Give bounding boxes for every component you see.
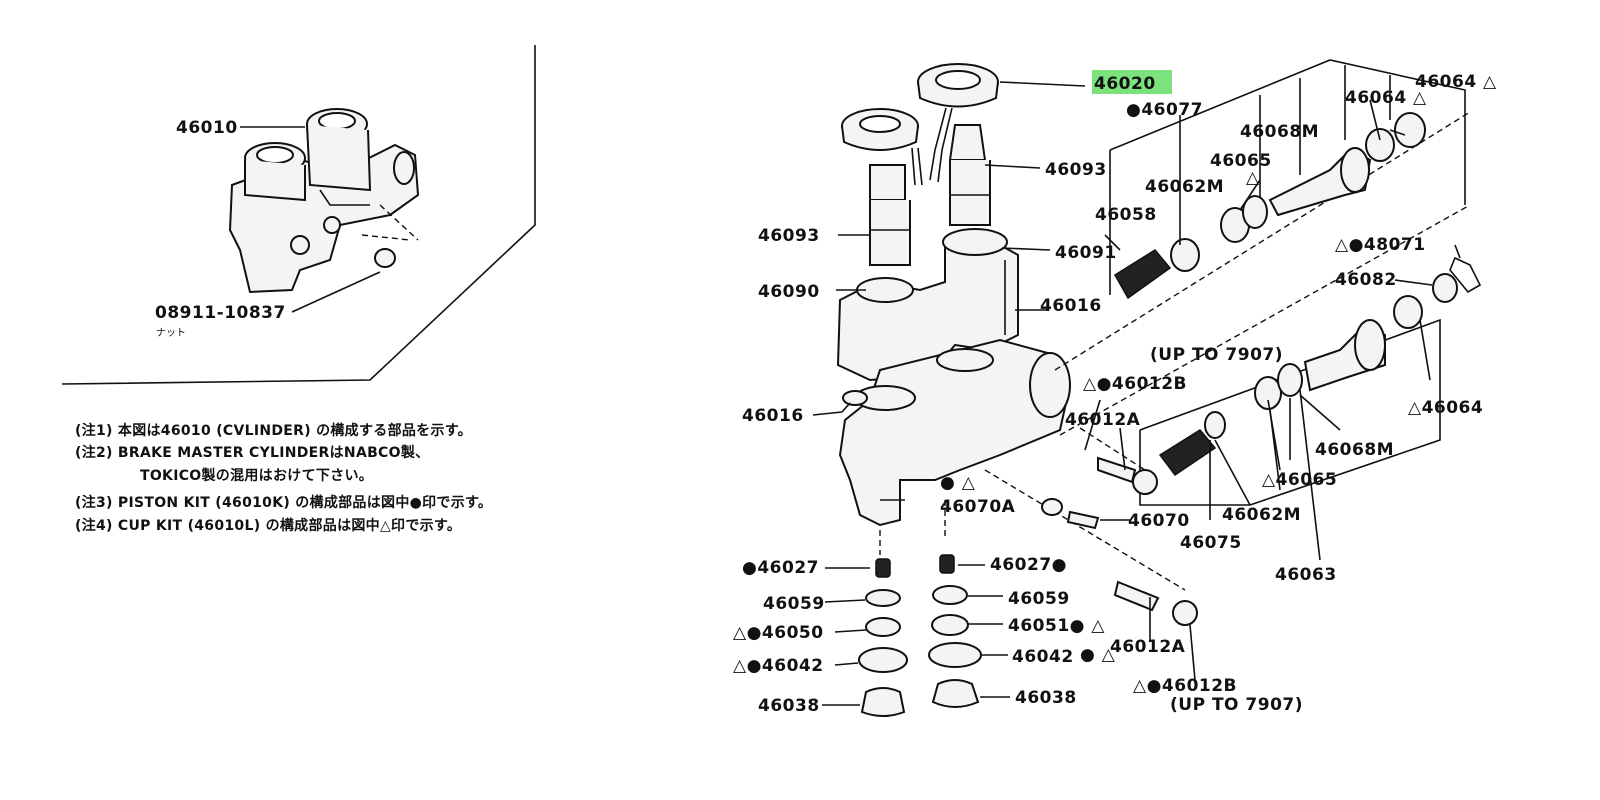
label-46065-top-mark: △ (1246, 168, 1260, 188)
label-46065-bottom[interactable]: △46065 (1262, 470, 1337, 490)
label-46059-right[interactable]: 46059 (1008, 589, 1070, 609)
label-nut-japanese: ナット (156, 327, 186, 339)
bolt-46070 (1066, 510, 1100, 530)
top-ring-46077 (1170, 238, 1200, 272)
cap-46038-left (860, 687, 906, 717)
right-stack (928, 554, 982, 708)
label-46012b-top[interactable]: △●46012B (1083, 374, 1187, 394)
label-46012b-bottom[interactable]: △●46012B (1133, 676, 1237, 696)
inset-cylinder-drawing (228, 108, 420, 294)
note-2: (注2) BRAKE MASTER CYLINDERはNABCO製、 (75, 444, 429, 461)
label-up-to-7907-bottom: (UP TO 7907) (1170, 695, 1303, 715)
cap-46038-right (931, 679, 980, 708)
label-46042-right[interactable]: 46042 (1012, 647, 1074, 667)
lower-spacer-46065 (1277, 363, 1303, 397)
label-46093-left[interactable]: 46093 (758, 226, 820, 246)
lower-cup-46064 (1393, 295, 1423, 329)
label-46071[interactable]: △●48071 (1335, 235, 1426, 255)
label-46070[interactable]: 46070 (1128, 511, 1190, 531)
label-46042-left[interactable]: △●46042 (733, 656, 824, 676)
washer-46082 (1432, 273, 1458, 303)
hose-clamp-left (841, 390, 868, 413)
label-46093-right[interactable]: 46093 (1045, 160, 1107, 180)
label-46016-center[interactable]: 46016 (1040, 296, 1102, 316)
label-46082[interactable]: 46082 (1335, 270, 1397, 290)
reservoir-cap-left (841, 108, 919, 151)
highlight-46020 (1092, 70, 1172, 94)
label-46075[interactable]: 46075 (1180, 533, 1242, 553)
top-spacer-46065 (1242, 195, 1268, 229)
seat-46059-left (865, 589, 901, 607)
label-46070a-mark: ● △ (940, 473, 976, 493)
lower-cup-46062m (1254, 376, 1282, 410)
label-46058[interactable]: 46058 (1095, 205, 1157, 225)
top-piston-spring (1113, 249, 1172, 300)
spring-46027-right (939, 554, 955, 574)
bolt-46012a-bottom (1113, 580, 1198, 626)
washer-46070a (1041, 498, 1063, 516)
reservoir-tube-left (869, 164, 911, 266)
reservoir-cap-right (917, 63, 999, 108)
spring-46027-left (875, 558, 891, 578)
label-46077[interactable]: ●46077 (1126, 100, 1203, 120)
main-exploded-drawing (812, 59, 1482, 717)
label-46065-top[interactable]: 46065 (1210, 151, 1272, 171)
label-46063[interactable]: 46063 (1275, 565, 1337, 585)
label-46016-left[interactable]: 46016 (742, 406, 804, 426)
seal-46042-left (858, 647, 908, 673)
lower-piston-spring (1158, 429, 1217, 477)
inset-frame (61, 45, 536, 385)
master-cylinder-body (838, 338, 1072, 527)
label-46020[interactable]: 46020 (1094, 74, 1156, 94)
label-46050[interactable]: △●46050 (733, 623, 824, 643)
left-stack (858, 558, 908, 717)
label-46068m-top[interactable]: 46068M (1240, 122, 1319, 142)
seal-46042-right (928, 642, 982, 668)
label-46064-a[interactable]: 46064 △ (1345, 88, 1427, 108)
note-1: (注1) 本図は46010 (CVLINDER) の構成する部品を示す。 (75, 422, 472, 439)
note-2-cont: TOKICO製の混用はおけて下さい。 (140, 467, 373, 484)
bolt-46012a-top (1097, 456, 1158, 495)
top-cup-46064-a (1365, 128, 1395, 162)
label-46062m-top[interactable]: 46062M (1145, 177, 1224, 197)
cup-46050 (865, 617, 901, 637)
top-piston-46068m (1268, 147, 1372, 217)
label-46012a-top[interactable]: 46012A (1065, 410, 1141, 430)
label-46027-left[interactable]: ●46027 (742, 558, 819, 578)
label-46091[interactable]: 46091 (1055, 243, 1117, 263)
label-up-to-7907-top: (UP TO 7907) (1150, 345, 1283, 365)
seat-46059-right (932, 585, 968, 605)
cup-46051 (931, 614, 969, 636)
clip-46071 (1449, 256, 1482, 294)
label-46062m-bottom[interactable]: 46062M (1222, 505, 1301, 525)
label-46090[interactable]: 46090 (758, 282, 820, 302)
label-46068m-bottom[interactable]: 46068M (1315, 440, 1394, 460)
label-46059-left[interactable]: 46059 (763, 594, 825, 614)
reservoir-tube-right (948, 124, 991, 226)
inset-panel: 46010 08911-10837 ナット (61, 45, 536, 385)
label-46042-right-marks: ● △ (1080, 645, 1116, 665)
label-46012a-bottom[interactable]: 46012A (1110, 637, 1186, 657)
label-46038-left[interactable]: 46038 (758, 696, 820, 716)
lower-ring-46075 (1204, 411, 1226, 439)
label-46064-c[interactable]: △46064 (1408, 398, 1483, 418)
top-cup-46064-b (1394, 112, 1426, 148)
label-46038-right[interactable]: 46038 (1015, 688, 1077, 708)
label-46027-right[interactable]: 46027● (990, 555, 1067, 575)
label-46070a[interactable]: 46070A (940, 497, 1016, 517)
reservoir-body (836, 228, 1019, 382)
part-labels: 46020 ●46077 46093 46093 46091 46090 460… (733, 70, 1497, 716)
label-46051[interactable]: 46051● △ (1008, 616, 1105, 636)
label-46010: 46010 (176, 118, 238, 138)
note-4: (注4) CUP KIT (46010L) の構成部品は図中△印で示す。 (75, 517, 461, 534)
lower-piston-46068m (1303, 319, 1386, 392)
notes-block: (注1) 本図は46010 (CVLINDER) の構成する部品を示す。 (注2… (75, 422, 492, 534)
note-3: (注3) PISTON KIT (46010K) の構成部品は図中●印で示す。 (75, 494, 492, 511)
label-08911-10837: 08911-10837 (155, 303, 286, 323)
label-46064-b[interactable]: 46064 △ (1415, 72, 1497, 92)
